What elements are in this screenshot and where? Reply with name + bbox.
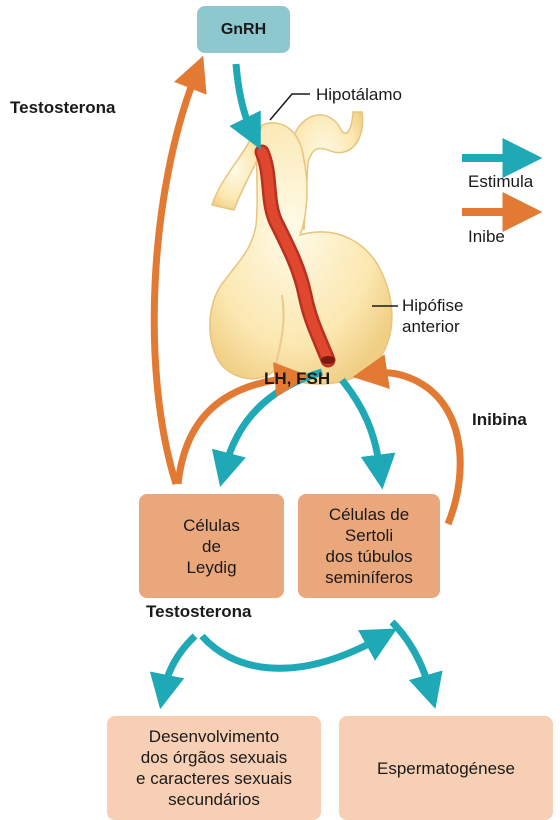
leydig-cells-label: Células de Leydig <box>183 515 240 578</box>
testosterone-bottom-label: Testosterona <box>146 602 252 622</box>
pituitary-gland-illustration <box>210 112 392 384</box>
sertoli-cells-box: Células de Sertoli dos túbulos seminífer… <box>298 494 440 598</box>
legend-inhibit-label: Inibe <box>468 227 505 247</box>
sertoli-to-spermatogenesis-arrow <box>392 622 430 690</box>
fsh-to-sertoli-arrow <box>342 380 380 470</box>
spermatogenesis-label: Espermatogénese <box>377 758 515 779</box>
leydig-cells-box: Células de Leydig <box>139 494 284 598</box>
development-box: Desenvolvimento dos órgãos sexuais e car… <box>107 716 321 820</box>
gnrh-label: GnRH <box>221 19 266 40</box>
hypothalamus-label: Hipotálamo <box>316 85 402 105</box>
development-label: Desenvolvimento dos órgãos sexuais e car… <box>136 726 292 810</box>
gnrh-to-pituitary-arrow <box>236 64 252 132</box>
pituitary-label: Hipófise anterior <box>402 295 463 337</box>
gnrh-box: GnRH <box>197 6 290 53</box>
sertoli-cells-label: Células de Sertoli dos túbulos seminífer… <box>325 504 413 588</box>
legend-stimulate-label: Estimula <box>468 172 533 192</box>
lh-fsh-label: LH, FSH <box>264 369 330 389</box>
inhibin-label: Inibina <box>472 410 527 430</box>
testosterone-top-label: Testosterona <box>10 98 116 118</box>
testosterone-feedback-arrow <box>154 74 196 484</box>
testosterone-to-sertoli-arrow <box>202 636 380 668</box>
spermatogenesis-box: Espermatogénese <box>339 716 553 820</box>
testosterone-to-development-arrow <box>164 636 195 690</box>
hypothalamus-callout <box>270 94 310 120</box>
